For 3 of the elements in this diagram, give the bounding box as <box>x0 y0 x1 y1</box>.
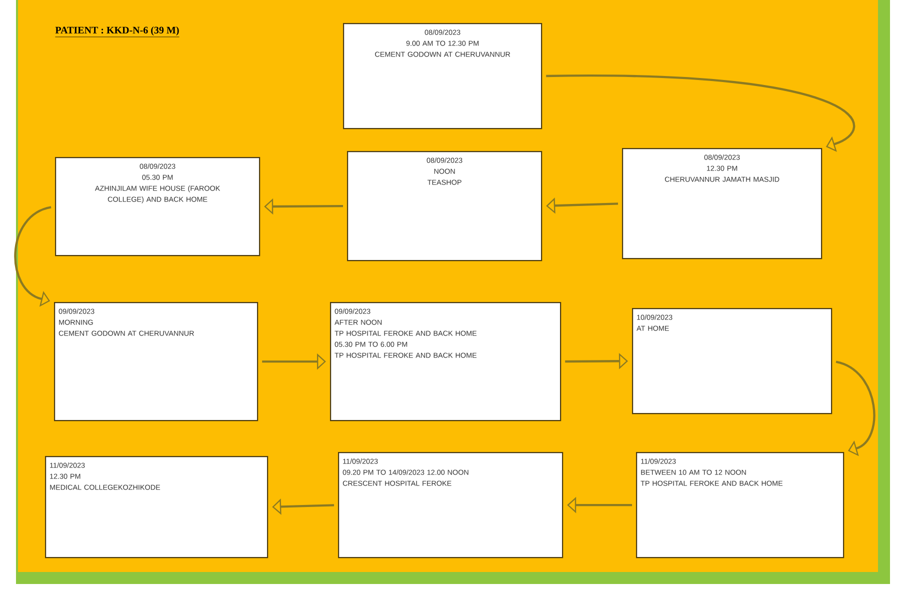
block-arrow <box>836 360 876 456</box>
block-arrow <box>546 74 855 152</box>
title: PATIENT : KKD-N-6 (39 M) <box>55 26 180 38</box>
